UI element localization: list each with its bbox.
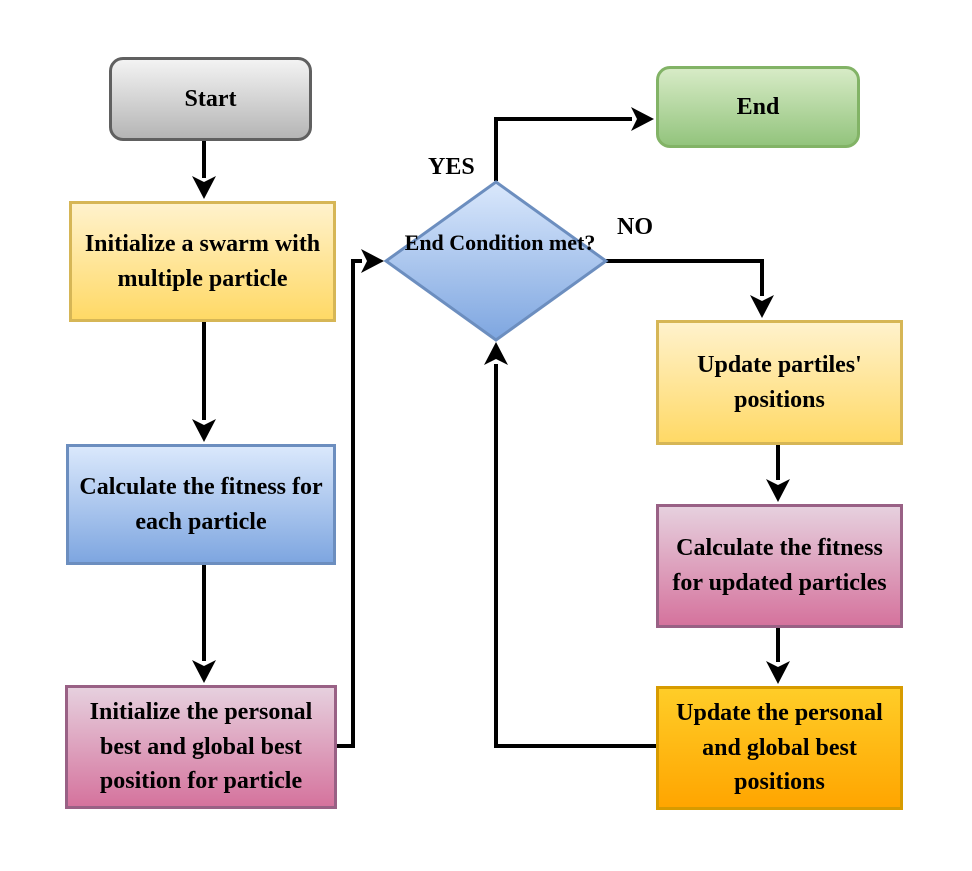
initialize-swarm-label: Initialize a swarm with multiple particl…	[84, 230, 321, 292]
arrowhead-decision-to-end	[631, 107, 654, 131]
end-label: End	[736, 93, 780, 120]
calculate-updated-fitness-step: Calculate the fitness for updated partic…	[656, 504, 903, 628]
no-branch-label: NO	[617, 214, 653, 240]
decision-diamond	[383, 180, 609, 342]
arrow-decision-to-update	[606, 259, 764, 296]
arrowhead-start-to-init	[192, 176, 216, 199]
arrowhead-decision-to-update	[750, 295, 774, 318]
calculate-fitness-label: Calculate the fitness for each particle	[79, 473, 323, 535]
arrowhead-fitness-to-best	[192, 660, 216, 683]
initialize-swarm-step: Initialize a swarm with multiple particl…	[69, 201, 336, 322]
arrowhead-update-to-calc	[766, 479, 790, 502]
arrowhead-best-to-decision	[361, 249, 384, 273]
yes-branch-label: YES	[428, 154, 475, 180]
arrowhead-loop-to-decision	[484, 342, 508, 365]
update-best-step: Update the personal and global best posi…	[656, 686, 903, 810]
arrow-decision-to-end	[494, 117, 632, 181]
initialize-best-label: Initialize the personal best and global …	[89, 698, 313, 795]
calculate-fitness-step: Calculate the fitness for each particle	[66, 444, 336, 565]
arrow-loop-to-decision	[494, 364, 656, 748]
arrowhead-calc-to-updatebest	[766, 661, 790, 684]
arrow-best-to-decision	[337, 259, 362, 748]
decision-label: End Condition met?	[404, 230, 596, 255]
update-positions-step: Update partiles' positions	[656, 320, 903, 445]
start-node: Start	[109, 57, 312, 141]
start-label: Start	[184, 85, 237, 112]
update-best-label: Update the personal and global best posi…	[676, 699, 883, 796]
end-node: End	[656, 66, 860, 148]
update-positions-label: Update partiles' positions	[697, 351, 862, 413]
arrowhead-init-to-fitness	[192, 419, 216, 442]
initialize-best-step: Initialize the personal best and global …	[65, 685, 337, 809]
calculate-updated-fitness-label: Calculate the fitness for updated partic…	[672, 535, 887, 596]
